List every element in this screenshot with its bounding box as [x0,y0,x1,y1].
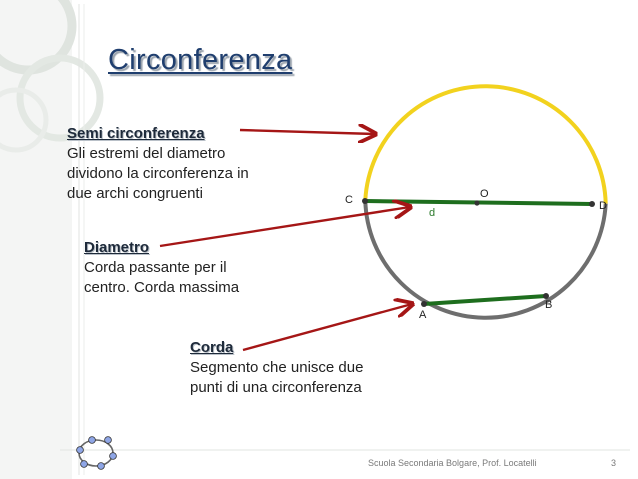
geogebra-logo-icon [76,436,117,470]
corda-block: Corda Segmento che unisce due punti di u… [190,338,363,398]
point-o [474,200,480,206]
page-number: 3 [611,458,617,468]
deco-ring [0,87,49,153]
corda-heading: Corda [190,339,234,356]
diametro-block: Diametro Corda passante per il centro. C… [84,238,239,298]
point-a [421,301,427,307]
point-d [589,201,595,207]
deco-ring [16,54,104,142]
point-c [362,198,368,204]
semi-circonferenza-block: Semi circonferenza Gli estremi del diame… [67,124,249,204]
semi-line: due archi congruenti [67,185,203,202]
label-d: D [599,200,607,212]
semi-circonferenza-heading: Semi circonferenza [67,125,205,142]
slide-title: Circonferenza [108,44,293,76]
diametro-line: centro. Corda massima [84,279,240,296]
left-band [0,0,72,479]
point-b [543,293,549,299]
diametro-arrow [159,207,410,248]
label-d-segment: d [429,207,436,219]
lower-semicircle-arc [363,200,608,320]
label-o: O [480,188,489,200]
semi-arrow [239,130,375,134]
corda-arrow [242,304,412,352]
diametro-line: Corda passante per il [84,259,227,276]
chord-segment [423,294,547,306]
semi-line: Gli estremi del diametro [67,145,226,162]
footer-text: Scuola Secondaria Bolgare, Prof. Locatel… [368,458,537,468]
label-a: A [419,309,427,321]
corda-line: Segmento che unisce due [190,359,364,376]
upper-semicircle-arc [363,84,608,204]
diametro-heading: Diametro [84,239,150,256]
label-b: B [545,299,553,311]
label-c: C [345,194,353,206]
semi-line: dividono la circonferenza in [67,165,249,182]
corda-line: punti di una circonferenza [190,379,362,396]
